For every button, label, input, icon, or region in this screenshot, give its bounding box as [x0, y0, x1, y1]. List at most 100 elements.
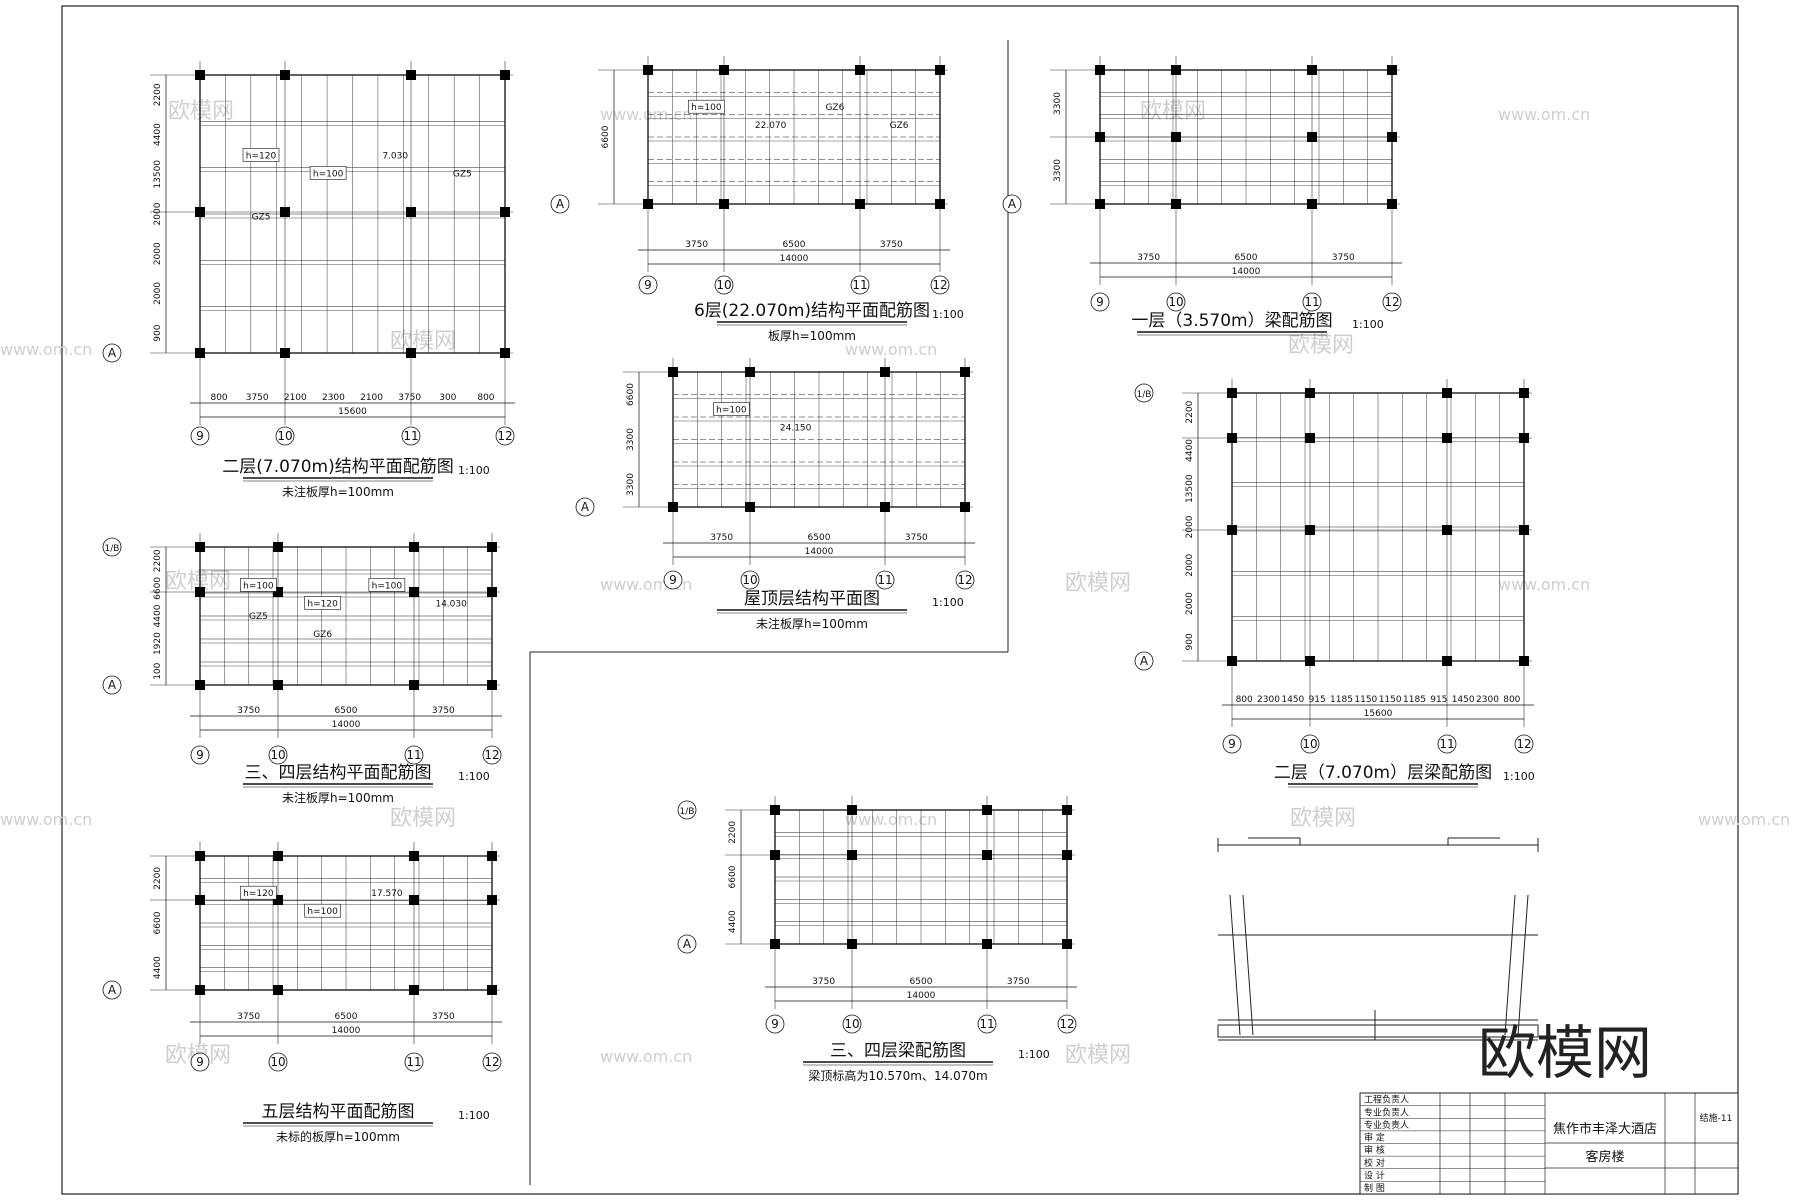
column	[406, 70, 416, 80]
dimension-label: 2200	[1185, 400, 1195, 423]
dimension-label: 4400	[153, 123, 163, 146]
column	[1227, 433, 1237, 443]
axis-label: 10	[844, 1017, 859, 1031]
plan-note: 22.070	[755, 121, 787, 131]
axis-bubble	[495, 426, 515, 446]
dimension-label: 915	[1309, 695, 1326, 705]
axis-bubble	[1134, 651, 1154, 671]
axis-label: 9	[669, 573, 677, 587]
column	[982, 850, 992, 860]
dimension-label: 3750	[237, 706, 260, 716]
column	[1227, 388, 1237, 398]
title-block-row-label: 制 图	[1364, 1182, 1385, 1194]
dimension-label: 3750	[1007, 977, 1030, 987]
plan-note: h=100	[372, 581, 403, 591]
axis-bubble	[550, 194, 570, 214]
column	[960, 502, 970, 512]
axis-label: A	[108, 678, 117, 692]
slab-thickness-box	[368, 578, 406, 592]
slab-thickness-box	[304, 596, 341, 610]
dimension-label: 800	[477, 393, 494, 403]
axis-label: A	[556, 197, 565, 211]
dimension-label: 6600	[601, 125, 611, 148]
column	[195, 985, 205, 995]
dimension-label: 100	[153, 662, 163, 679]
column	[1387, 65, 1397, 75]
dimension-total: 14000	[805, 547, 834, 557]
drawing-title: 6层(22.070m)结构平面配筋图	[694, 301, 930, 321]
drawing-scale: 1:100	[1503, 770, 1535, 783]
drawing-scale: 1:100	[1352, 318, 1384, 331]
axis-bubble	[268, 745, 288, 765]
axis-bubble	[955, 570, 975, 590]
drawing-scale: 1:100	[458, 770, 490, 783]
axis-bubble	[850, 275, 870, 295]
plan-note: h=100	[307, 907, 338, 917]
title-block-row-label: 校 对	[1364, 1157, 1385, 1169]
axis-label: 11	[403, 429, 418, 443]
axis-bubble	[977, 1014, 997, 1034]
column	[982, 805, 992, 815]
column	[880, 367, 890, 377]
watermark-brand: 欧模网	[168, 99, 234, 124]
axis-bubble	[714, 275, 734, 295]
axis-bubble	[575, 497, 595, 517]
drawing-title: 一层（3.570m）梁配筋图	[1131, 311, 1332, 331]
column	[1442, 525, 1452, 535]
dimension-label: 6500	[783, 240, 806, 250]
dimension-total: 14000	[907, 991, 936, 1001]
plan-note: GZ6	[890, 121, 909, 131]
column	[1171, 199, 1181, 209]
watermark-url: www.om.cn	[845, 340, 937, 359]
axis-label: 10	[742, 573, 757, 587]
column	[719, 65, 729, 75]
drawing-scale: 1:100	[458, 1109, 490, 1122]
column	[500, 70, 510, 80]
axis-bubble	[1514, 734, 1534, 754]
axis-label: 1/B	[680, 807, 695, 817]
plan-note: 14.030	[435, 599, 467, 609]
drawing-title: 屋顶层结构平面图	[744, 589, 880, 609]
dimension-label: 4400	[153, 956, 163, 979]
drawing-title: 三、四层梁配筋图	[830, 1041, 966, 1061]
column	[487, 680, 497, 690]
dimension-label: 3300	[626, 473, 636, 496]
axis-label: 9	[196, 748, 204, 762]
axis-label: 1/B	[1137, 390, 1152, 400]
plan-note: h=100	[313, 169, 344, 179]
column	[273, 895, 283, 905]
column	[1442, 433, 1452, 443]
dimension-label: 1185	[1330, 695, 1353, 705]
axis-label: 1/B	[105, 544, 120, 554]
title-block-row-label: 工程负责人	[1364, 1094, 1409, 1106]
dimension-label: 3750	[1332, 253, 1355, 263]
column	[409, 851, 419, 861]
watermark-layer: 欧模网 欧模网 欧模网 欧模网 欧模网 欧模网 欧模网 欧模网 欧模网 欧模网 …	[0, 99, 1790, 1068]
column	[487, 985, 497, 995]
dimension-label: 1185	[1403, 695, 1426, 705]
dimension-total: 14000	[332, 720, 361, 730]
plan-note: h=100	[691, 103, 722, 113]
axis-label: 10	[270, 748, 285, 762]
drawing-subtitle: 未标的板厚h=100mm	[276, 1129, 400, 1144]
column	[1519, 656, 1529, 666]
plan-note: GZ6	[825, 103, 844, 113]
column	[1387, 132, 1397, 142]
column	[1062, 805, 1072, 815]
dimension-label: 915	[1430, 695, 1447, 705]
dimension-label: 3300	[1053, 92, 1063, 115]
column	[1305, 433, 1315, 443]
dimension-label: 3750	[1137, 253, 1160, 263]
dimension-label: 2200	[153, 867, 163, 890]
column	[745, 367, 755, 377]
watermark-url: www.om.cn	[0, 340, 92, 359]
axis-label: A	[581, 500, 590, 514]
axis-label: 11	[877, 573, 892, 587]
column	[1442, 656, 1452, 666]
dimension-label: 6500	[1235, 253, 1258, 263]
axis-bubble	[482, 745, 502, 765]
